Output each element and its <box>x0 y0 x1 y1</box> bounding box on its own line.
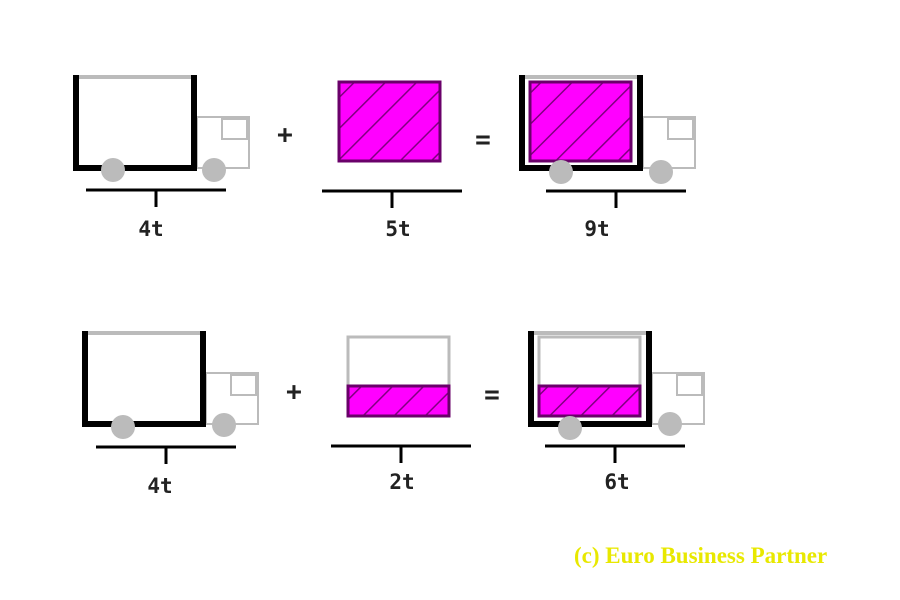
equals-sign: = <box>484 380 500 410</box>
front-wheel <box>649 160 673 184</box>
cargo-load-full <box>528 80 633 163</box>
scale <box>545 444 685 463</box>
total-weight-label: 9t <box>584 217 609 241</box>
cargo-box-top <box>85 331 203 335</box>
cargo-box-top <box>531 331 649 335</box>
cargo-box-body <box>73 75 197 171</box>
cargo-block <box>322 80 462 208</box>
rear-wheel <box>111 415 135 439</box>
cargo-weight-label: 2t <box>389 470 414 494</box>
plus-sign: + <box>277 120 293 150</box>
front-wheel <box>658 412 682 436</box>
cargo-weight-label: 5t <box>385 217 410 241</box>
cargo-box-body <box>82 331 206 427</box>
empty-truck <box>82 331 259 464</box>
scale <box>86 188 226 207</box>
cargo-box-top <box>76 75 194 79</box>
truck-weight-label: 4t <box>138 217 163 241</box>
cargo-box-body <box>528 331 652 427</box>
front-wheel <box>202 158 226 182</box>
front-wheel <box>212 413 236 437</box>
empty-truck <box>73 75 250 207</box>
cargo-box-top <box>522 75 640 79</box>
scale <box>96 445 236 464</box>
cargo-box-body <box>519 75 643 171</box>
cargo-load-partial <box>537 384 642 418</box>
cargo-block <box>331 335 471 463</box>
scale <box>322 189 462 208</box>
equals-sign: = <box>475 125 491 155</box>
truck-cab <box>196 116 250 169</box>
cargo-load-partial <box>346 384 451 418</box>
loaded-truck <box>519 75 696 208</box>
loaded-truck <box>528 331 705 463</box>
total-weight-label: 6t <box>604 470 629 494</box>
rear-wheel <box>101 158 125 182</box>
copyright-notice: (c) Euro Business Partner <box>574 543 828 568</box>
scale <box>331 444 471 463</box>
plus-sign: + <box>286 377 302 407</box>
rear-wheel <box>549 160 573 184</box>
rear-wheel <box>558 416 582 440</box>
scale <box>546 189 686 208</box>
truck-weight-label: 4t <box>147 474 172 498</box>
truck-cab <box>642 116 696 169</box>
